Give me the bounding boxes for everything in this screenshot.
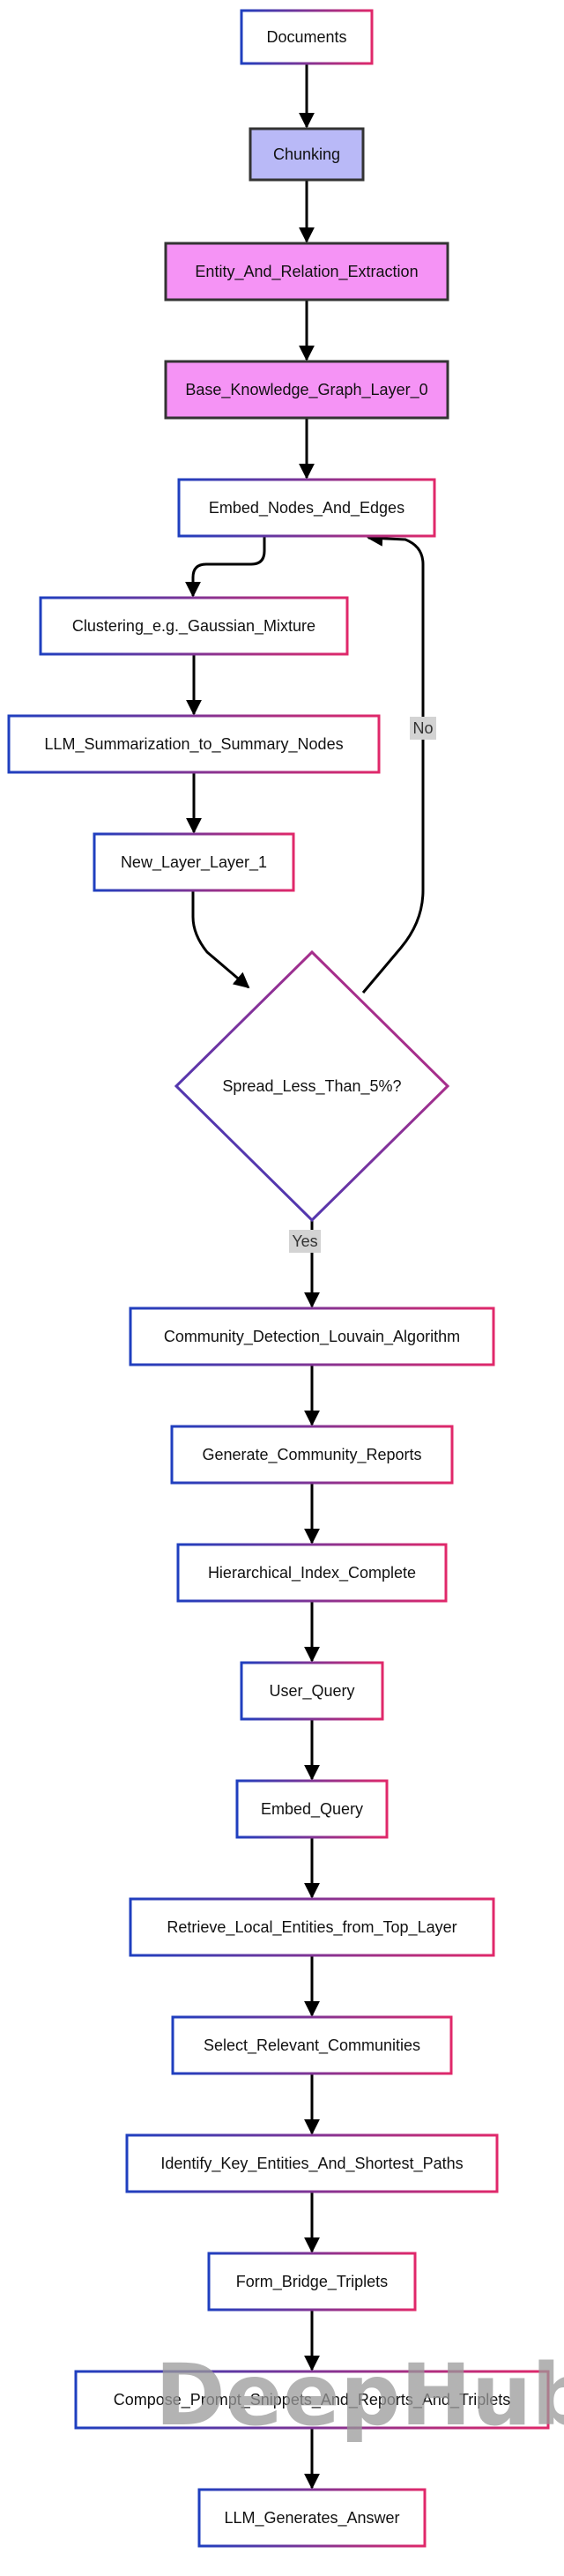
node-label: User_Query [269, 1682, 354, 1701]
node-box [240, 9, 374, 65]
node-compose: Compose_Prompt_Snippets_And_Reports_And_… [74, 2370, 550, 2430]
node-clustering: Clustering_e.g._Gaussian_Mixture [39, 596, 349, 656]
node-community: Community_Detection_Louvain_Algorithm [129, 1307, 495, 1366]
node-box [171, 2015, 453, 2075]
node-box [235, 1779, 389, 1839]
node-box [164, 360, 449, 420]
edge-new_layer-to-spread [191, 890, 250, 989]
node-index: Hierarchical_Index_Complete [176, 1543, 448, 1603]
node-box [7, 714, 381, 774]
node-label: Community_Detection_Louvain_Algorithm [164, 1328, 460, 1346]
watermark-group: DeepHub I [155, 2346, 564, 2445]
node-label: New_Layer_Layer_1 [121, 853, 267, 872]
edge-label-no: No [410, 717, 436, 740]
node-base_layer: Base_Knowledge_Graph_Layer_0 [164, 360, 449, 420]
node-label: Compose_Prompt_Snippets_And_Reports_And_… [114, 2391, 511, 2409]
node-box [125, 2133, 499, 2193]
node-label: Entity_And_Relation_Extraction [195, 263, 418, 281]
watermark-text: DeepHub I [155, 2346, 564, 2445]
node-box [129, 1897, 495, 1957]
node-chunking: Chunking [249, 127, 365, 182]
node-box [207, 2252, 417, 2312]
node-select: Select_Relevant_Communities [171, 2015, 453, 2075]
node-box [249, 127, 365, 182]
node-summarization: LLM_Summarization_to_Summary_Nodes [7, 714, 381, 774]
node-label: Embed_Query [261, 1800, 363, 1819]
node-label: Clustering_e.g._Gaussian_Mixture [72, 617, 315, 636]
node-label: Base_Knowledge_Graph_Layer_0 [185, 381, 427, 399]
node-user_query: User_Query [240, 1661, 384, 1721]
edge-label-text: Yes [292, 1232, 317, 1250]
node-label: Form_Bridge_Triplets [236, 2273, 388, 2291]
edge-embed_nodes-to-clustering [185, 536, 266, 598]
node-box [129, 1307, 495, 1366]
node-label: Select_Relevant_Communities [204, 2036, 420, 2055]
node-label: Hierarchical_Index_Complete [208, 1564, 416, 1582]
edge-spread-to-embed_nodes [361, 530, 425, 994]
decision-diamond [174, 949, 450, 1223]
edge-label-text: No [412, 719, 433, 737]
node-box [93, 832, 295, 892]
node-label: Documents [266, 28, 346, 46]
node-label: LLM_Summarization_to_Summary_Nodes [44, 735, 343, 754]
node-label: Spread_Less_Than_5%? [222, 1077, 401, 1096]
nodes: DocumentsChunkingEntity_And_Relation_Ext… [7, 9, 550, 2548]
node-box [177, 478, 436, 538]
node-box [197, 2488, 427, 2548]
node-new_layer: New_Layer_Layer_1 [93, 832, 295, 892]
node-box [164, 242, 449, 302]
node-documents: Documents [240, 9, 374, 65]
node-extraction: Entity_And_Relation_Extraction [164, 242, 449, 302]
node-embed_query: Embed_Query [235, 1779, 389, 1839]
node-answer: LLM_Generates_Answer [197, 2488, 427, 2548]
node-label: LLM_Generates_Answer [224, 2509, 399, 2528]
edge-label-yes: Yes [289, 1230, 321, 1253]
node-label: Generate_Community_Reports [202, 1446, 421, 1464]
edges [185, 63, 425, 2490]
edge-label-bg [289, 1230, 321, 1253]
node-embed_nodes: Embed_Nodes_And_Edges [177, 478, 436, 538]
node-box [39, 596, 349, 656]
node-label: Identify_Key_Entities_And_Shortest_Paths [160, 2155, 463, 2173]
node-label: Embed_Nodes_And_Edges [209, 499, 404, 517]
node-box [240, 1661, 384, 1721]
node-identify: Identify_Key_Entities_And_Shortest_Paths [125, 2133, 499, 2193]
node-bridge: Form_Bridge_Triplets [207, 2252, 417, 2312]
node-spread: Spread_Less_Than_5%? [174, 949, 450, 1223]
node-retrieve: Retrieve_Local_Entities_from_Top_Layer [129, 1897, 495, 1957]
node-label: Retrieve_Local_Entities_from_Top_Layer [167, 1918, 456, 1937]
node-label: Chunking [273, 145, 340, 163]
node-box [176, 1543, 448, 1603]
edge-label-bg [410, 717, 436, 740]
node-box [74, 2370, 550, 2430]
node-box [170, 1425, 454, 1485]
node-reports: Generate_Community_Reports [170, 1425, 454, 1485]
